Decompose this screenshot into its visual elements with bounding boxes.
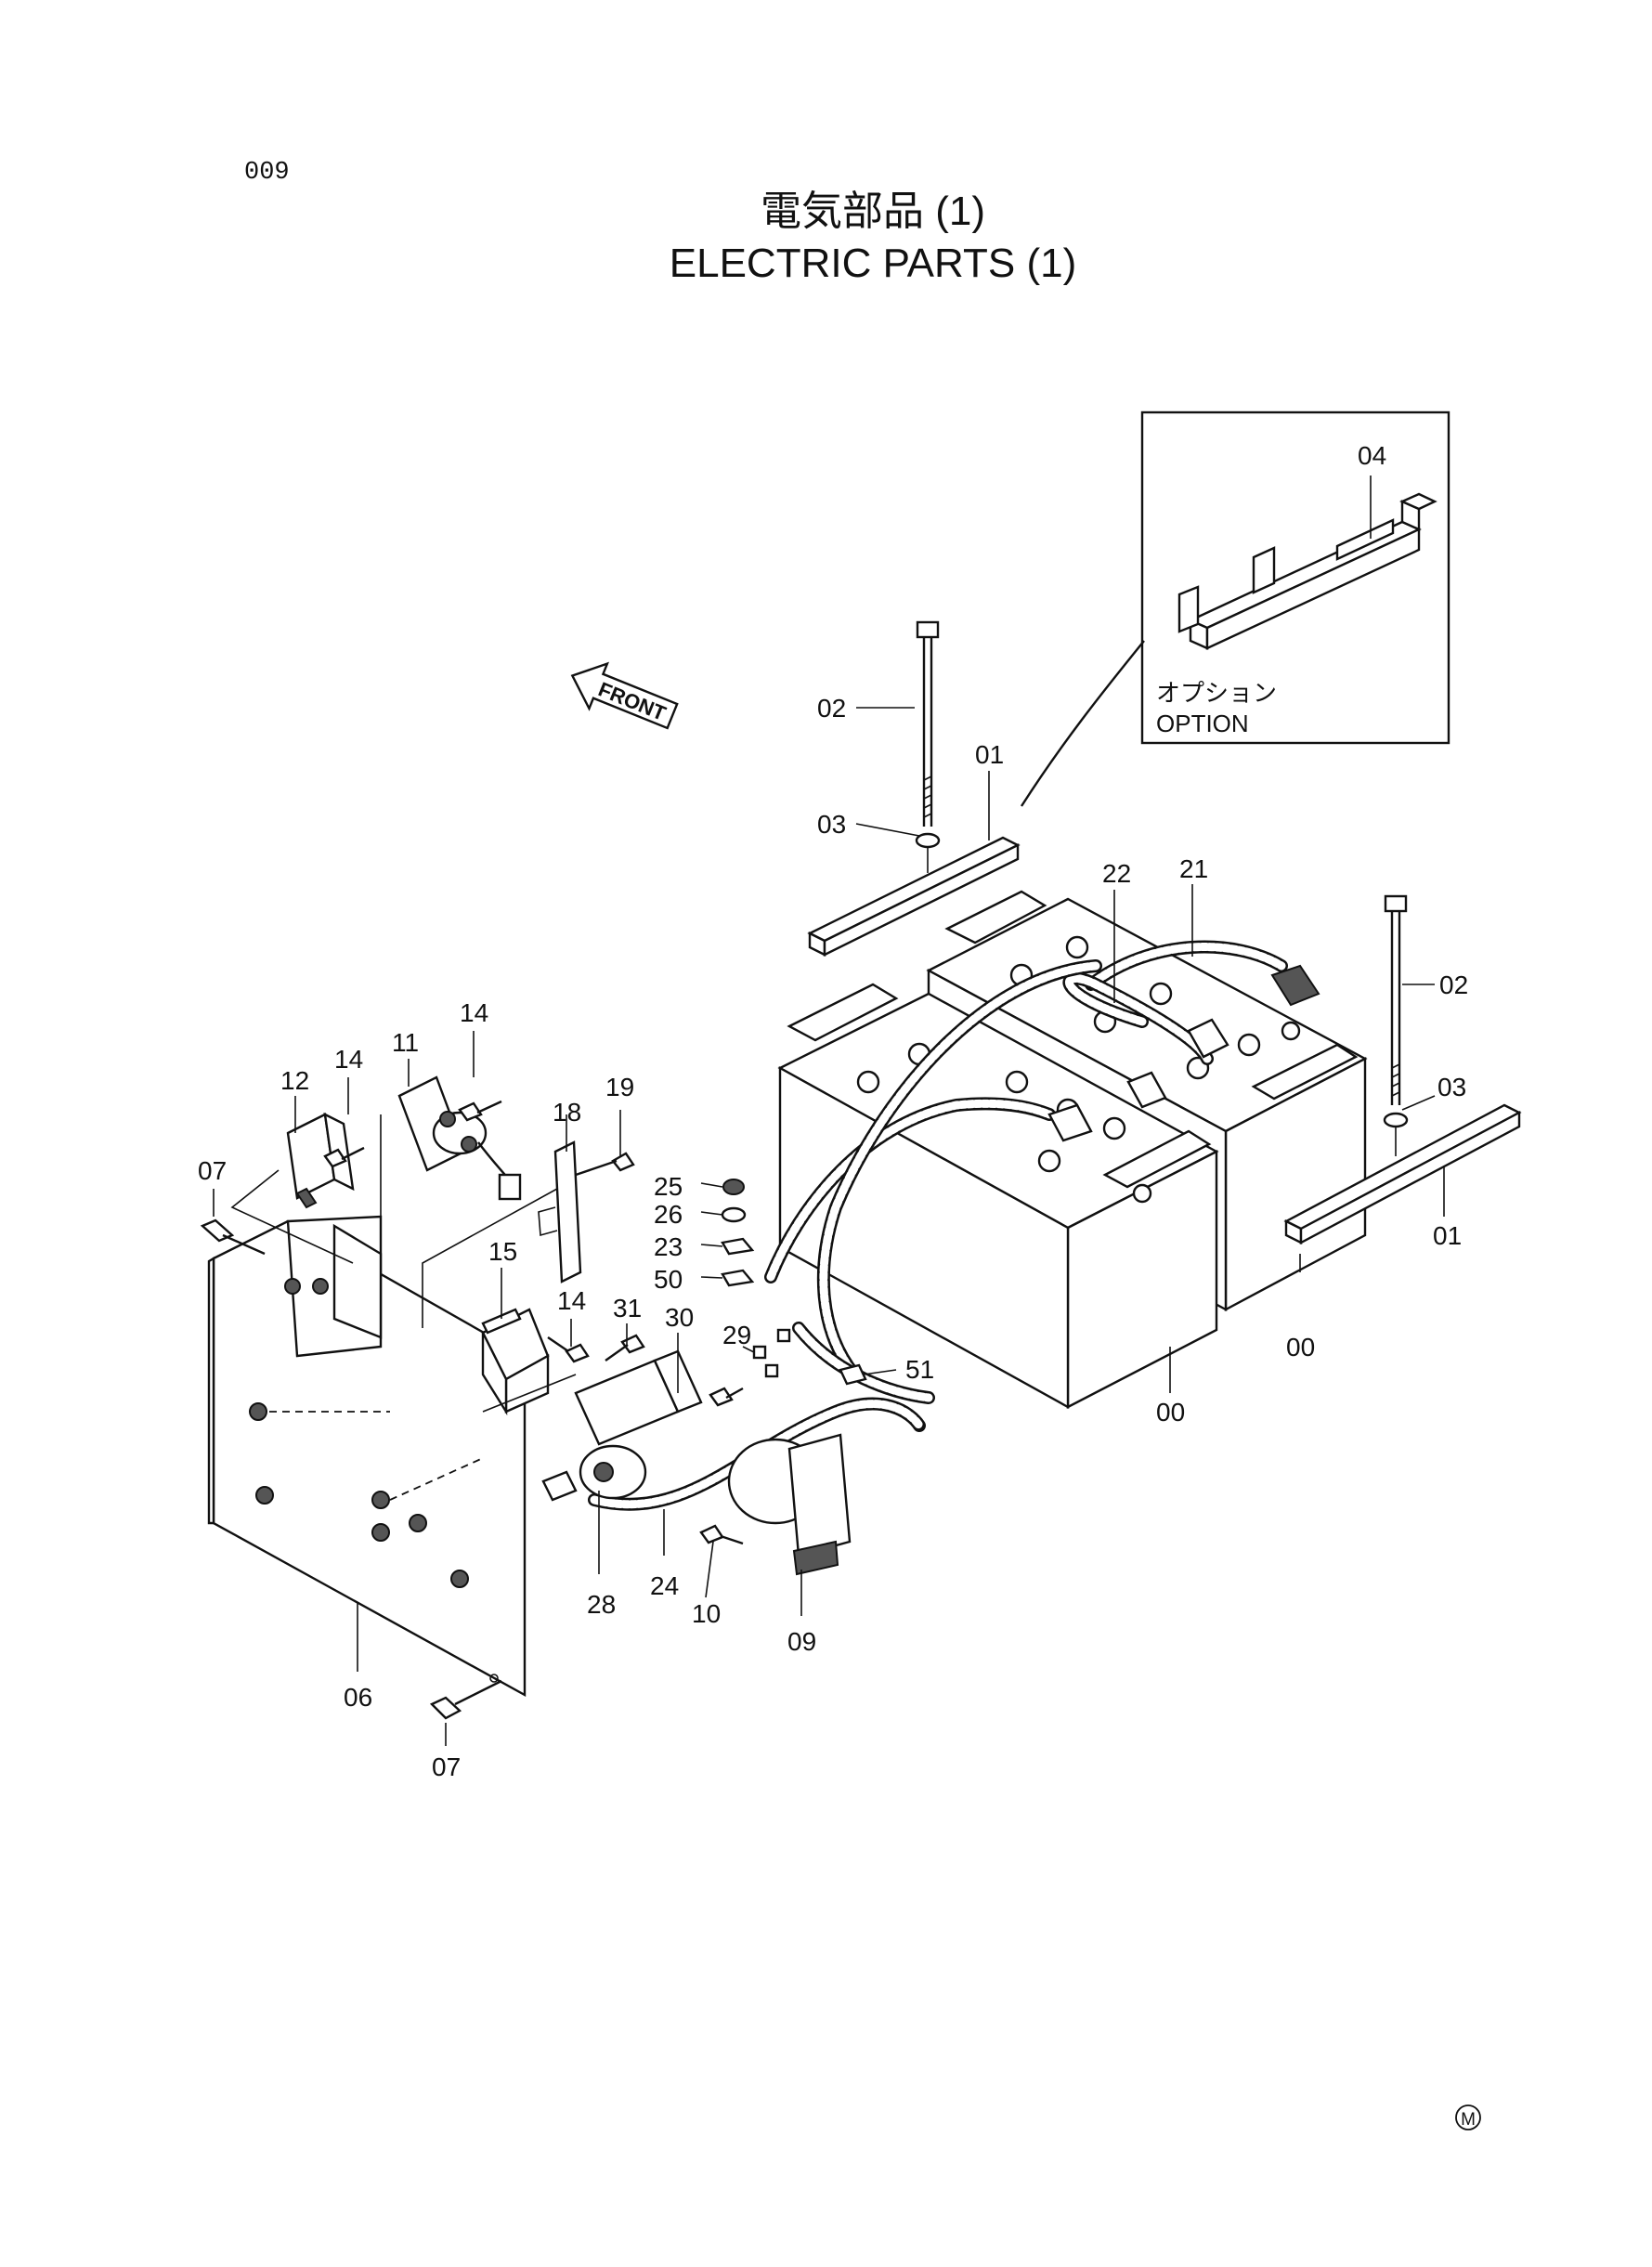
option-label-japanese: オプション [1156,679,1277,707]
small-bolts [323,1100,744,1545]
option-leader [1020,640,1145,807]
battery-relay-11 [397,1075,522,1201]
callout-23: 23 [654,1232,683,1261]
terminal-covers [1047,964,1320,1142]
bolt-07-upper [200,1218,266,1256]
hold-down-bar-right [1283,1103,1522,1244]
callout-29: 29 [722,1321,751,1349]
callout-30: 30 [665,1303,694,1332]
battery-cables [588,940,1288,1511]
bracket-30 [574,1349,703,1446]
callout-07: 07 [198,1156,227,1185]
callout-18: 18 [553,1098,581,1127]
callout-28: 28 [587,1590,616,1619]
callout-03: 03 [1437,1073,1466,1101]
callout-01: 01 [975,740,1004,769]
callout-25: 25 [654,1172,683,1201]
title-japanese: 電気部品 (1) [761,189,985,234]
m-mark-label: M [1461,2110,1476,2130]
front-arrow-label: FRONT [595,677,670,725]
callout-51: 51 [905,1355,934,1384]
bolt-07-lower [429,1679,502,1720]
mounting-plate [207,1215,527,1698]
callout-22: 22 [1102,859,1131,888]
callout-15: 15 [488,1237,517,1266]
j-bolt-right [1383,894,1409,1156]
callout-06: 06 [344,1683,372,1712]
callout-14: 14 [460,998,488,1027]
m-mark-icon: M [1455,2104,1481,2130]
battery-front [777,983,1219,1410]
callout-09: 09 [787,1627,816,1656]
title-english: ELECTRIC PARTS (1) [670,241,1076,286]
battery-caps [856,935,1301,1204]
callout-31: 31 [613,1294,642,1322]
callout-00: 00 [1156,1398,1185,1427]
callout-50: 50 [654,1265,683,1294]
callout-07: 07 [432,1752,461,1781]
horn-09 [727,1433,852,1576]
front-arrow-icon: FRONT [570,661,679,730]
assembly-linkage-lines [230,1114,577,1413]
hold-down-bar-left [807,836,1021,957]
callout-12: 12 [280,1066,309,1095]
bracket-18 [538,1140,582,1283]
page-number: 009 [244,159,290,187]
callout-leaders [213,707,1445,1746]
callout-14: 14 [557,1286,586,1315]
callout-02: 02 [817,694,846,723]
callout-19: 19 [605,1073,634,1101]
callout-03: 03 [817,810,846,839]
j-bolt-left [915,620,941,873]
callout-10: 10 [692,1599,721,1628]
callout-21: 21 [1179,854,1208,883]
relay-15 [481,1308,550,1416]
option-label-english: OPTION [1156,710,1249,737]
callout-02: 02 [1439,971,1468,999]
option-inset: 04 オプション OPTION [1140,410,1450,745]
callout-labels: 02 01 03 22 21 02 03 01 00 00 14 14 11 1… [198,694,1468,1781]
callout-01: 01 [1433,1221,1462,1250]
callout-00: 00 [1286,1333,1315,1362]
callout-26: 26 [654,1200,683,1229]
callout-14: 14 [334,1045,363,1074]
sensor-28 [541,1444,647,1502]
callout-24: 24 [650,1571,679,1600]
callout-04: 04 [1358,441,1386,470]
callout-11: 11 [392,1028,419,1057]
